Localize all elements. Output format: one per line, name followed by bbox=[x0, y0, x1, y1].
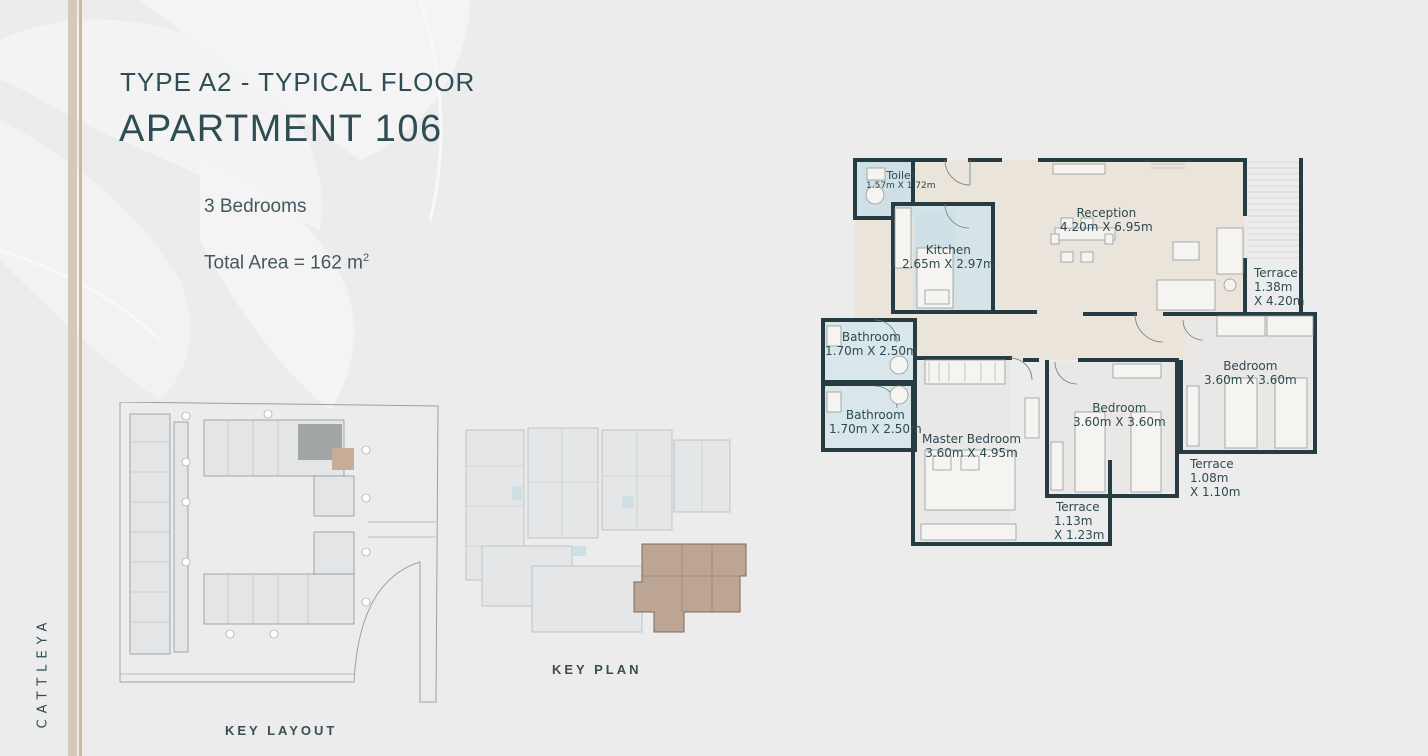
room-toilet-label: Toilet 1.57m X 1.72m bbox=[866, 169, 936, 191]
room-terrace-master-label: Terrace 1.13m X 1.23m bbox=[1054, 500, 1105, 542]
bedrooms-count: 3 Bedrooms bbox=[204, 196, 307, 217]
room-master-bedroom-label: Master Bedroom 3.60m X 4.95m bbox=[922, 432, 1022, 460]
room-kitchen-label: Kitchen 2.65m X 2.97m bbox=[902, 243, 995, 271]
beige-vertical-stripe bbox=[68, 0, 77, 756]
key-plan-building bbox=[465, 427, 747, 633]
apartment-title: APARTMENT 106 bbox=[119, 108, 443, 150]
key-layout-caption: KEY LAYOUT bbox=[225, 723, 338, 738]
key-layout-site-plan bbox=[119, 402, 439, 703]
key-plan-caption: KEY PLAN bbox=[552, 662, 642, 677]
room-terrace-bedroom-label: Terrace 1.08m X 1.10m bbox=[1190, 457, 1241, 499]
room-bathroom-2-label: Bathroom 1.70m X 2.50m bbox=[829, 408, 922, 436]
room-bathroom-1-label: Bathroom 1.70m X 2.50m bbox=[825, 330, 918, 358]
room-bedroom-1-label: Bedroom 3.60m X 3.60m bbox=[1073, 401, 1166, 429]
brand-vertical-label: CATTLEYA bbox=[35, 616, 51, 729]
apartment-floor-plan bbox=[821, 158, 1317, 546]
room-bedroom-2-label: Bedroom 3.60m X 3.60m bbox=[1204, 359, 1297, 387]
apartment-type-subtitle: TYPE A2 - TYPICAL FLOOR bbox=[120, 67, 476, 97]
room-terrace-reception-label: Terrace 1.38m X 4.20m bbox=[1254, 266, 1305, 308]
beige-vertical-stripe-thin bbox=[79, 0, 82, 756]
room-reception-label: Reception 4.20m X 6.95m bbox=[1060, 206, 1153, 234]
total-area: Total Area = 162 m2 bbox=[204, 252, 370, 274]
